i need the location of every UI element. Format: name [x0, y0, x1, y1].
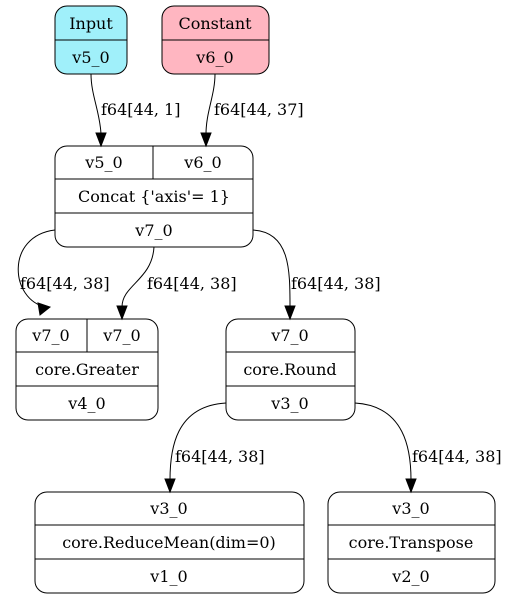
- edge-round-to-reducemean: f64[44, 38]: [164, 402, 265, 494]
- edge-input-to-concat: f64[44, 1]: [90, 73, 180, 148]
- round-input-port: v7_0: [270, 326, 308, 345]
- concat-input-port-2: v6_0: [183, 153, 221, 172]
- edge-label-round-to-transpose: f64[44, 38]: [412, 447, 502, 466]
- reducemean-op-label: core.ReduceMean(dim=0): [62, 533, 276, 552]
- constant-node-title: Constant: [178, 14, 252, 33]
- edge-concat-to-round: f64[44, 38]: [252, 229, 381, 321]
- concat-output: v7_0: [134, 221, 172, 240]
- reducemean-output: v1_0: [149, 567, 187, 586]
- edge-round-to-transpose: f64[44, 38]: [354, 402, 502, 494]
- round-op-label: core.Round: [243, 360, 336, 379]
- reducemean-node[interactable]: v3_0 core.ReduceMean(dim=0) v1_0: [34, 491, 305, 594]
- edge-concat-to-greater-a: f64[44, 38]: [17, 229, 110, 316]
- edge-label-concat-to-greater-a: f64[44, 38]: [20, 274, 110, 293]
- concat-node[interactable]: v5_0 v6_0 Concat {'axis'= 1} v7_0: [54, 145, 254, 248]
- edge-concat-to-greater-b: f64[44, 38]: [116, 246, 237, 321]
- greater-op-label: core.Greater: [35, 360, 139, 379]
- greater-node[interactable]: v7_0 v7_0 core.Greater v4_0: [15, 318, 159, 421]
- edge-label-concat-to-round: f64[44, 38]: [291, 274, 381, 293]
- input-node[interactable]: Input v5_0: [54, 5, 128, 75]
- round-node[interactable]: v7_0 core.Round v3_0: [225, 318, 356, 421]
- input-node-output: v5_0: [71, 48, 109, 67]
- edge-label-round-to-reducemean: f64[44, 38]: [175, 447, 265, 466]
- reducemean-input-port: v3_0: [149, 499, 187, 518]
- transpose-input-port: v3_0: [391, 499, 429, 518]
- edge-label-constant-to-concat: f64[44, 37]: [214, 100, 304, 119]
- constant-node-output: v6_0: [195, 48, 233, 67]
- greater-input-port-1: v7_0: [31, 326, 69, 345]
- transpose-node[interactable]: v3_0 core.Transpose v2_0: [327, 491, 496, 594]
- input-node-title: Input: [69, 14, 113, 33]
- edge-constant-to-concat: f64[44, 37]: [200, 73, 304, 148]
- transpose-output: v2_0: [391, 567, 429, 586]
- round-output: v3_0: [270, 394, 308, 413]
- constant-node[interactable]: Constant v6_0: [161, 5, 270, 75]
- concat-op-label: Concat {'axis'= 1}: [78, 187, 230, 206]
- greater-input-port-2: v7_0: [102, 326, 140, 345]
- concat-input-port-1: v5_0: [84, 153, 122, 172]
- transpose-op-label: core.Transpose: [349, 533, 474, 552]
- edge-label-concat-to-greater-b: f64[44, 38]: [147, 274, 237, 293]
- edge-label-input-to-concat: f64[44, 1]: [101, 100, 180, 119]
- greater-output: v4_0: [67, 394, 105, 413]
